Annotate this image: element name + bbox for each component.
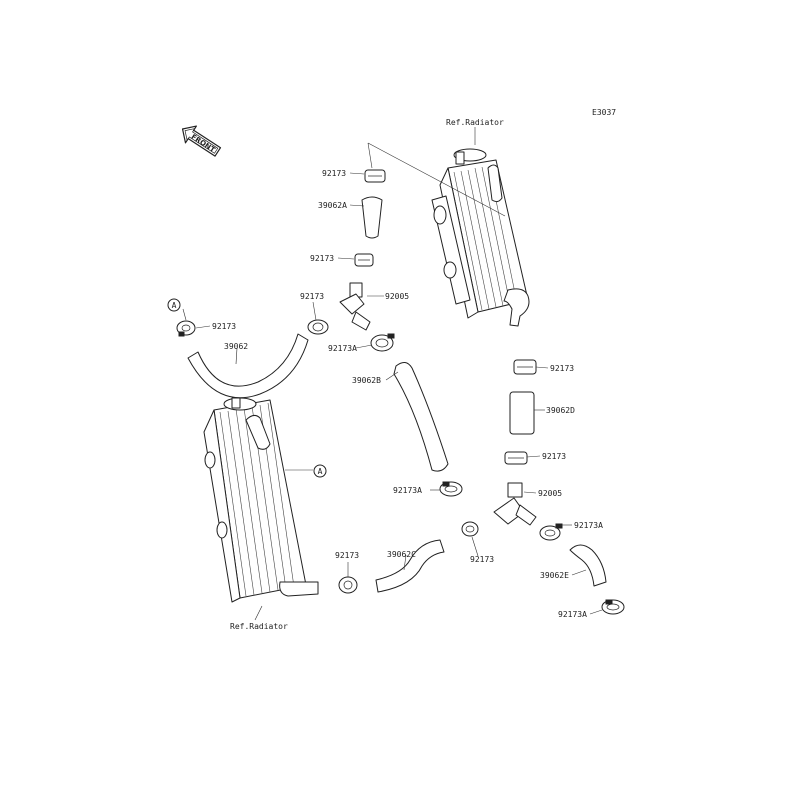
hose-39062c (375, 539, 445, 593)
clamp-92173a-mid (439, 481, 463, 497)
radiator-fins-lower (219, 402, 295, 597)
label-hose-39062: 39062 (224, 342, 248, 351)
label-clamp-mid-upper: 92173 (310, 254, 334, 263)
clamp-92173-bottom-mid (461, 521, 479, 537)
label-clamp-right-upper: 92173 (550, 364, 574, 373)
label-clamp-92173a-mid: 92173A (393, 486, 422, 495)
radiator-fins-upper (453, 165, 518, 311)
clamp-92173-left-of-joint (307, 319, 329, 335)
joint-92005-upper (339, 282, 371, 331)
front-arrow-icon: FRONT (181, 125, 222, 157)
hose-39062 (187, 333, 309, 399)
label-clamp-92173a-bottom: 92173A (558, 610, 587, 619)
label-ref-radiator-bottom: Ref.Radiator (230, 622, 288, 631)
clamp-92173-left-end (176, 320, 196, 337)
clamp-92173a-bottom (601, 599, 625, 615)
label-clamp-right-lower: 92173 (542, 452, 566, 461)
clamp-92173-bottom-left (338, 576, 358, 594)
callout-a-left-text: A (172, 301, 177, 310)
joint-92005-lower (493, 482, 537, 526)
label-hose-39062d: 39062D (546, 406, 575, 415)
label-clamp-top: 92173 (322, 169, 346, 178)
radiator-upper-right (431, 148, 530, 327)
label-clamp-left-of-joint: 92173 (300, 292, 324, 301)
label-hose-39062b: 39062B (352, 376, 381, 385)
callout-a-radiator: A (313, 464, 327, 478)
label-clamp-92173a-upper: 92173A (328, 344, 357, 353)
hose-39062d (509, 391, 535, 435)
clamp-92173a-right (539, 523, 563, 541)
clamp-92173-right-upper (513, 359, 537, 375)
clamp-92173-mid-upper (354, 253, 374, 267)
label-hose-39062a: 39062A (318, 201, 347, 210)
hose-39062e (569, 544, 607, 587)
label-hose-39062c: 39062C (387, 550, 416, 559)
label-joint-upper: 92005 (385, 292, 409, 301)
clamp-92173a-upper (370, 333, 395, 352)
label-joint-lower: 92005 (538, 489, 562, 498)
label-clamp-bottom-left: 92173 (335, 551, 359, 560)
diagram-code: E3037 (592, 108, 616, 117)
label-clamp-left-end: 92173 (212, 322, 236, 331)
hose-39062a (361, 196, 383, 239)
clamp-92173-top (364, 169, 386, 183)
label-clamp-bottom-mid: 92173 (470, 555, 494, 564)
clamp-92173-right-lower (504, 451, 528, 465)
callout-a-left: A (167, 298, 181, 312)
callout-a-radiator-text: A (318, 467, 323, 476)
radiator-lower-left (203, 397, 319, 603)
label-ref-radiator-top: Ref.Radiator (446, 118, 504, 127)
leader-lines (182, 127, 603, 621)
label-clamp-92173a-right: 92173A (574, 521, 603, 530)
label-hose-39062e: 39062E (540, 571, 569, 580)
hose-39062b (393, 362, 449, 472)
